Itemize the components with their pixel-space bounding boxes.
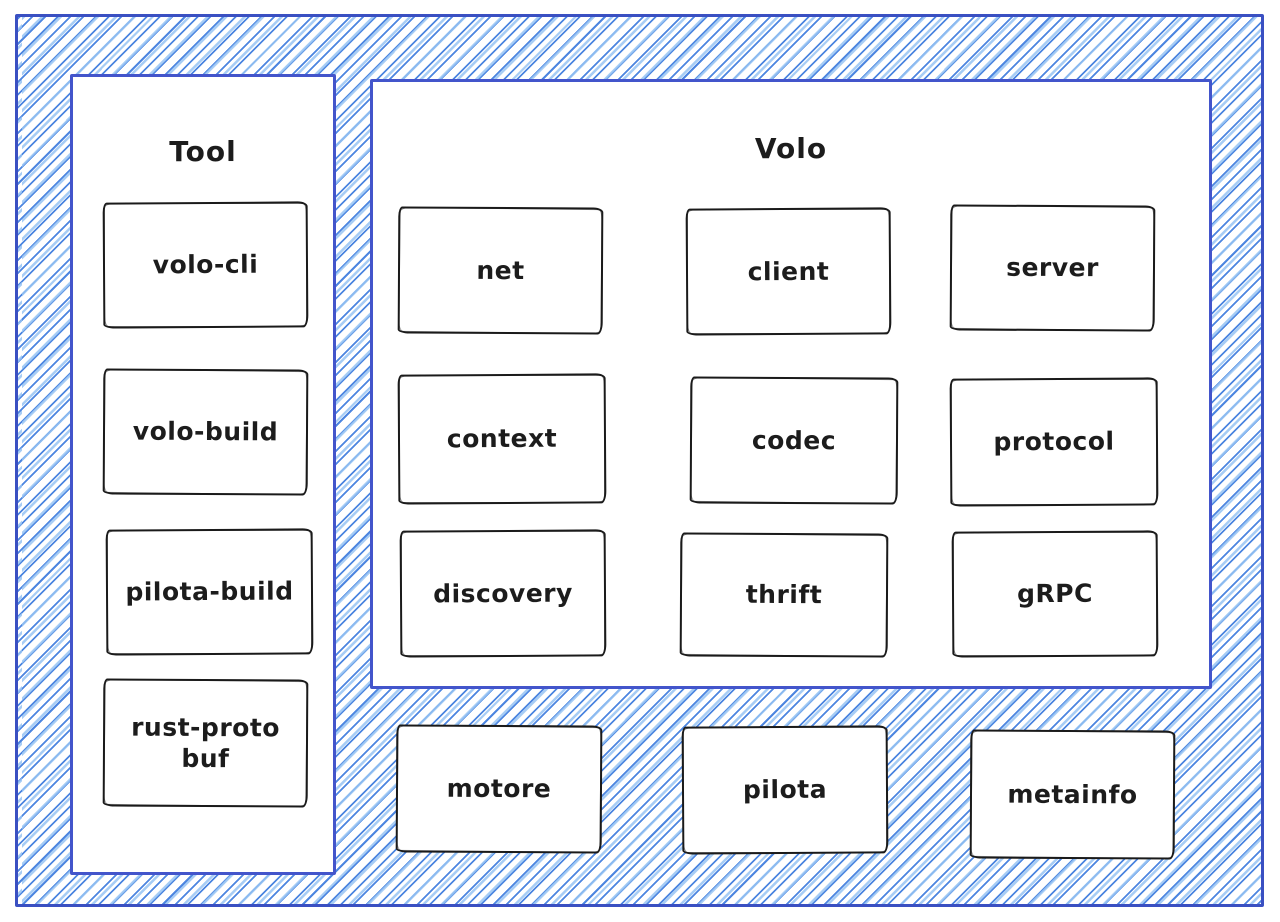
node-grpc: gRPC: [951, 530, 1159, 658]
node-volo-cli: volo-cli: [102, 201, 309, 329]
node-metainfo: metainfo: [969, 729, 1176, 860]
node-label: protocol: [993, 427, 1115, 457]
node-label: motore: [446, 774, 552, 804]
node-label: volo-build: [132, 416, 279, 447]
node-label: pilota: [742, 775, 828, 805]
node-label: discovery: [433, 578, 573, 609]
node-label: volo-cli: [152, 250, 259, 280]
node-server: server: [949, 204, 1156, 332]
node-net: net: [397, 206, 604, 335]
node-motore: motore: [395, 724, 603, 854]
tool-panel-title: Tool: [169, 135, 237, 168]
node-discovery: discovery: [399, 529, 607, 658]
node-label: rust-protobuf: [131, 712, 281, 774]
node-label: metainfo: [1007, 779, 1138, 810]
node-thrift: thrift: [679, 532, 889, 658]
node-label: gRPC: [1016, 579, 1093, 609]
node-label: thrift: [745, 580, 823, 610]
volo-panel-title: Volo: [754, 132, 828, 165]
node-context: context: [397, 373, 607, 505]
node-codec: codec: [689, 376, 899, 505]
node-label: pilota-build: [125, 576, 294, 607]
node-label: context: [446, 424, 558, 454]
node-pilota: pilota: [681, 725, 889, 855]
outer-hatched-frame: Tool Volo volo-cli volo-build pilota-bui…: [15, 14, 1264, 907]
node-label: server: [1006, 253, 1099, 283]
node-protocol: protocol: [949, 377, 1159, 507]
node-label: client: [747, 256, 830, 287]
node-rust-protobuf: rust-protobuf: [102, 678, 309, 808]
node-label: net: [476, 255, 525, 286]
node-label: codec: [751, 425, 837, 456]
node-pilota-build: pilota-build: [105, 528, 314, 656]
node-client: client: [685, 207, 892, 336]
node-volo-build: volo-build: [102, 368, 309, 496]
